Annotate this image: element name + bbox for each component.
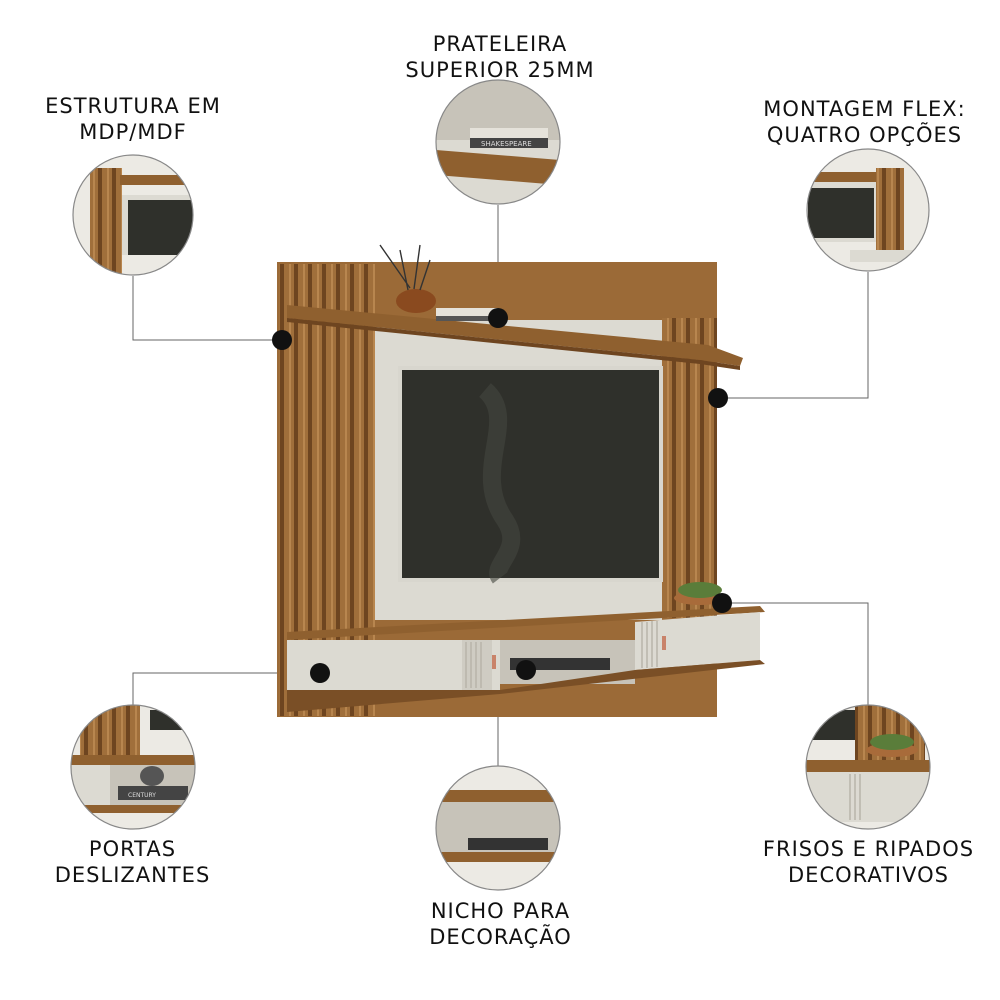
label-montagem: MONTAGEM FLEX: QUATRO OPÇÕES (752, 96, 977, 148)
connector-lines (132, 205, 869, 766)
connector-estrutura (132, 276, 282, 341)
label-portas: PORTAS DESLIZANTES (30, 836, 235, 888)
label-nicho-line2: DECORAÇÃO (429, 925, 572, 949)
label-frisos-line1: FRISOS E RIPADOS (762, 837, 975, 861)
detail-prateleira: SHAKESPEARE (435, 79, 561, 205)
label-prateleira-line2: SUPERIOR 25MM (405, 58, 595, 82)
dot-portas (310, 663, 330, 683)
label-frisos: FRISOS E RIPADOS DECORATIVOS (756, 836, 981, 888)
television (398, 366, 663, 584)
detail-nicho (435, 765, 561, 891)
decor-books (436, 308, 498, 321)
connector-montagem (718, 272, 869, 399)
label-nicho-line1: NICHO PARA (430, 899, 571, 923)
bottom-rack (287, 606, 765, 712)
callout-dots (272, 308, 732, 683)
label-prateleira: PRATELEIRA SUPERIOR 25MM (395, 31, 605, 83)
dot-frisos (712, 593, 732, 613)
label-estrutura: ESTRUTURA EM MDP/MDF (28, 93, 238, 145)
label-montagem-line1: MONTAGEM FLEX: (763, 97, 966, 121)
dot-prateleira (488, 308, 508, 328)
label-prateleira-line1: PRATELEIRA (432, 32, 568, 56)
label-frisos-line2: DECORATIVOS (788, 863, 949, 887)
label-estrutura-line2: MDP/MDF (79, 120, 187, 144)
label-estrutura-line1: ESTRUTURA EM (45, 94, 221, 118)
label-montagem-line2: QUATRO OPÇÕES (766, 123, 963, 147)
book-title-text: SHAKESPEARE (481, 140, 532, 148)
tv-panel (277, 244, 765, 717)
detail-portas: CENTURY (70, 704, 196, 830)
dot-estrutura (272, 330, 292, 350)
connector-frisos (722, 602, 869, 705)
top-shelf (287, 305, 743, 366)
right-slats (662, 318, 717, 618)
label-nicho: NICHO PARA DECORAÇÃO (398, 898, 603, 950)
dot-nicho (516, 660, 536, 680)
label-portas-line1: PORTAS (88, 837, 177, 861)
connector-portas (132, 672, 320, 705)
decor-vase (379, 244, 436, 313)
dot-montagem (708, 388, 728, 408)
label-portas-line2: DESLIZANTES (54, 863, 211, 887)
detail-montagem (806, 148, 930, 272)
detail-frisos (805, 704, 931, 830)
book-century-text: CENTURY (128, 792, 156, 799)
detail-estrutura (72, 154, 194, 276)
